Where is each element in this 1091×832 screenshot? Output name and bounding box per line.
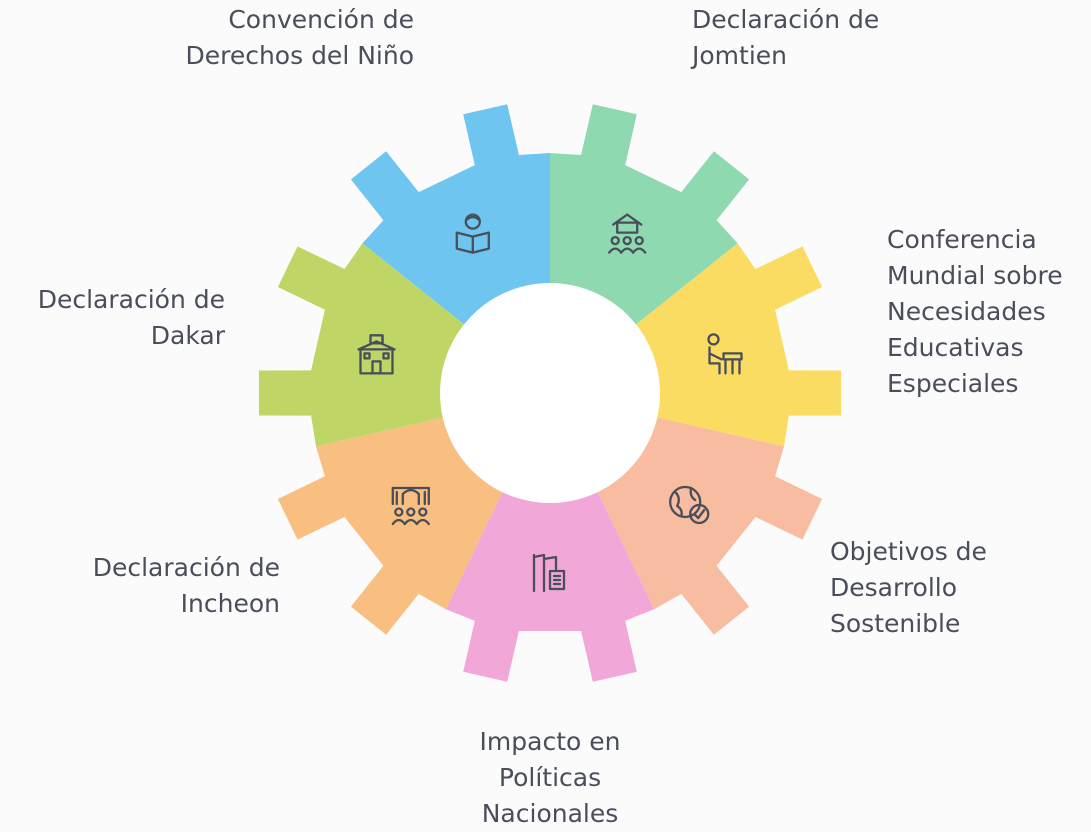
- label-incheon: Declaración de Incheon: [92, 553, 280, 618]
- globe-check-icon: [669, 485, 710, 525]
- gear-segment-incheon: [277, 416, 505, 635]
- gear-hub: [440, 283, 660, 503]
- label-jomtien: Declaración de Jomtien: [692, 5, 880, 70]
- gear-segment-jomtien: [550, 104, 750, 328]
- gear-segment-dakar: [258, 243, 468, 447]
- gear-segments: [258, 104, 842, 682]
- label-nee: Conferencia Mundial sobre Necesidades Ed…: [887, 225, 1063, 398]
- label-impacto: Impacto en Políticas Nacionales: [479, 727, 621, 828]
- gear-segment-crc: [350, 104, 550, 328]
- assembly-icon: [391, 486, 430, 526]
- child-reading-icon: [455, 213, 490, 254]
- label-dakar: Declaración de Dakar: [37, 285, 225, 350]
- school-building-icon: [357, 334, 396, 375]
- gear-icons: [357, 213, 743, 593]
- label-crc: Convención de Derechos del Niño: [185, 5, 414, 70]
- label-ods: Objetivos de Desarrollo Sostenible: [830, 537, 987, 638]
- teacher-students-icon: [608, 213, 647, 254]
- gear-segment-ods: [595, 416, 823, 635]
- student-desk-icon: [707, 333, 743, 375]
- policy-book-icon: [532, 553, 566, 593]
- gear-segment-nee: [632, 243, 842, 447]
